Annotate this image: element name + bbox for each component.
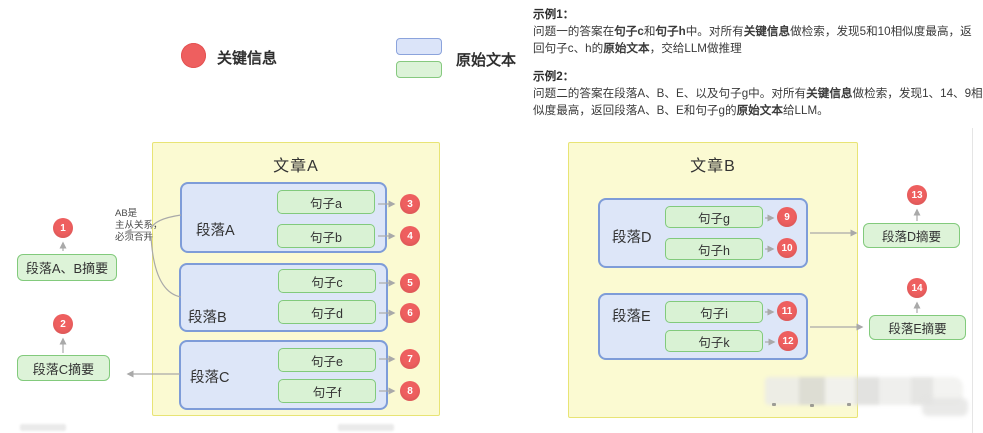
original-text-blue-swatch-icon <box>396 38 442 55</box>
page-edge-rule <box>972 128 973 433</box>
article-b-title: 文章B <box>690 158 736 175</box>
sentence-b-box: 句子b <box>277 224 375 248</box>
key-info-circle-13: 13 <box>907 185 927 205</box>
key-info-circle-4: 4 <box>400 226 420 246</box>
paragraph-a-label: 段落A <box>196 223 235 239</box>
example-2-text: 示例2： 问题二的答案在段落A、B、E、以及句子g中。对所有关键信息做检索，发现… <box>533 68 983 120</box>
sentence-i-box: 句子i <box>665 301 763 323</box>
sentence-k-box: 句子k <box>665 330 763 352</box>
sentence-g-box: 句子g <box>665 206 763 228</box>
cropped-text-remnant-mid <box>338 424 394 431</box>
key-info-circle-3: 3 <box>400 194 420 214</box>
paragraph-c-label: 段落C <box>190 370 230 386</box>
key-info-circle-5: 5 <box>400 273 420 293</box>
sentence-a-box: 句子a <box>277 190 375 214</box>
merge-note: AB是 主从关系， 必须合并 <box>115 208 179 244</box>
key-info-dot-icon <box>181 43 206 68</box>
key-info-circle-1: 1 <box>53 218 73 238</box>
key-info-circle-8: 8 <box>400 381 420 401</box>
key-info-circle-6: 6 <box>400 303 420 323</box>
blurred-watermark-tail <box>922 398 968 416</box>
sentence-c-box: 句子c <box>278 269 376 293</box>
summary-ab-box: 段落A、B摘要 <box>17 254 117 281</box>
watermark-speck <box>847 403 851 406</box>
example-1-body: 问题一的答案在句子c和句子h中。对所有关键信息做检索，发现5和10相似度最高，返… <box>533 25 972 55</box>
sentence-e-box: 句子e <box>278 348 376 372</box>
sentence-h-box: 句子h <box>665 238 763 260</box>
example-1-title: 示例1： <box>533 8 575 21</box>
example-2-body: 问题二的答案在段落A、B、E、以及句子g中。对所有关键信息做检索，发现1、14、… <box>533 87 983 117</box>
article-b-container: 文章B <box>568 142 858 418</box>
key-info-circle-11: 11 <box>777 301 797 321</box>
paragraph-b-label: 段落B <box>188 310 227 326</box>
example-1-text: 示例1： 问题一的答案在句子c和句子h中。对所有关键信息做检索，发现5和10相似… <box>533 6 983 58</box>
key-info-circle-10: 10 <box>777 238 797 258</box>
summary-e-box: 段落E摘要 <box>869 315 966 340</box>
legend-original-text-label: 原始文本 <box>456 52 517 69</box>
key-info-circle-14: 14 <box>907 278 927 298</box>
sentence-f-box: 句子f <box>278 379 376 403</box>
merge-note-line1: AB是 <box>115 208 138 219</box>
merge-note-line2: 主从关系， <box>115 220 163 231</box>
cropped-text-remnant-left <box>20 424 66 431</box>
summary-d-box: 段落D摘要 <box>863 223 960 248</box>
paragraph-e-label: 段落E <box>612 309 651 325</box>
summary-c-box: 段落C摘要 <box>17 355 110 381</box>
legend-key-info-label: 关键信息 <box>217 50 278 67</box>
sentence-d-box: 句子d <box>278 300 376 324</box>
key-info-circle-9: 9 <box>777 207 797 227</box>
key-info-circle-2: 2 <box>53 314 73 334</box>
example-2-title: 示例2： <box>533 70 575 83</box>
merge-note-line3: 必须合并 <box>115 232 154 243</box>
key-info-circle-7: 7 <box>400 349 420 369</box>
watermark-speck <box>772 403 776 406</box>
original-text-green-swatch-icon <box>396 61 442 78</box>
paragraph-d-label: 段落D <box>612 230 652 246</box>
article-a-title: 文章A <box>273 158 319 175</box>
watermark-speck <box>810 404 814 407</box>
key-info-circle-12: 12 <box>778 331 798 351</box>
